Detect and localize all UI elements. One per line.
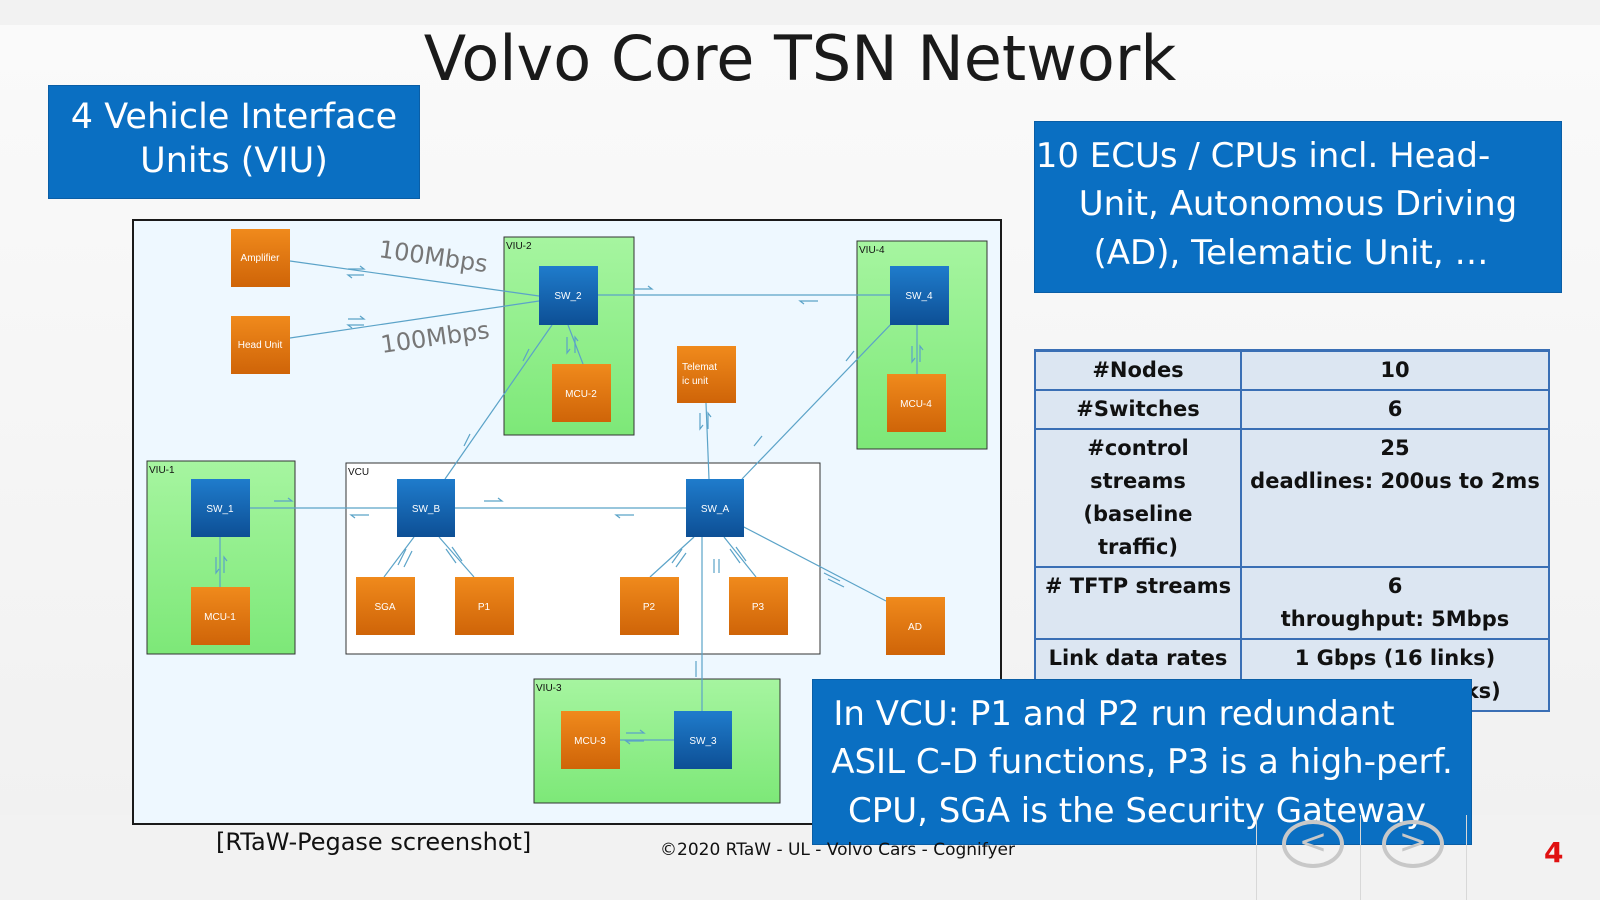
viu2-label: VIU-2	[506, 241, 532, 252]
p3-label: P3	[752, 602, 765, 613]
link-label-amp: 100Mbps	[377, 235, 489, 278]
sw3-node	[674, 711, 732, 769]
sw4-label: SW_4	[905, 291, 933, 302]
sw1-node	[191, 479, 250, 537]
footer-copyright: ©2020 RTaW - UL - Volvo Cars - Cognifyer	[660, 840, 1015, 860]
ecu-callout-line3: (AD), Telematic Unit, …	[1093, 232, 1489, 273]
sga-node	[356, 577, 415, 635]
viu-callout: 4 Vehicle Interface Units (VIU)	[48, 85, 420, 199]
page-number: 4	[1544, 836, 1564, 869]
table-cell-key: # TFTP streams	[1034, 566, 1242, 640]
link-swa-ad	[739, 524, 887, 602]
swb-node	[397, 479, 455, 537]
p3-node	[729, 577, 788, 635]
viu1-label: VIU-1	[149, 465, 175, 476]
sw4-node	[890, 266, 949, 325]
vcu-callout: In VCU: P1 and P2 run redundant ASIL C-D…	[812, 679, 1472, 845]
mcu1-node	[191, 587, 250, 645]
table-row: #Nodes 10	[1034, 349, 1550, 391]
vcu-label: VCU	[348, 467, 369, 478]
mcu4-label: MCU-4	[900, 399, 932, 410]
viu3-label: VIU-3	[536, 683, 562, 694]
swb-label: SW_B	[412, 504, 441, 515]
table-cell-key: #Switches	[1034, 389, 1242, 430]
p1-node	[455, 577, 514, 635]
link-head-sw2	[289, 300, 540, 339]
vcu-callout-line2: ASIL C-D functions, P3 is a high-perf.	[831, 742, 1453, 783]
amplifier-node	[231, 229, 290, 287]
table-cell-value: 6	[1240, 389, 1550, 430]
table-row: #Switches 6	[1034, 389, 1550, 430]
network-stats-table: #Nodes 10 #Switches 6 #control streams (…	[1034, 349, 1550, 712]
head-unit-node	[231, 316, 290, 374]
link-swb-sga	[383, 536, 415, 578]
sw2-node	[539, 266, 598, 325]
nav-divider	[1466, 815, 1467, 900]
screenshot-caption: [RTaW-Pegase screenshot]	[216, 828, 532, 856]
link-swa-p2	[649, 536, 695, 578]
ad-label: AD	[908, 622, 922, 633]
table-cell-key: #Nodes	[1034, 349, 1242, 391]
link-swa-p3	[723, 536, 757, 578]
sw3-label: SW_3	[689, 736, 717, 747]
slide-title: Volvo Core TSN Network	[423, 22, 1177, 95]
vcu-callout-line3: CPU, SGA is the Security Gateway	[848, 790, 1426, 831]
viu-callout-line1: 4 Vehicle Interface	[70, 97, 398, 137]
nav-divider	[1360, 815, 1361, 900]
telematic-label-2: ic unit	[682, 376, 708, 387]
network-diagram-svg: VIU-2 VIU-4 VIU-1 VCU VIU-3	[146, 229, 988, 804]
p2-label: P2	[643, 602, 656, 613]
sw1-label: SW_1	[206, 504, 234, 515]
swa-node	[686, 479, 744, 537]
telematic-node	[677, 346, 736, 403]
nav-divider	[1256, 815, 1257, 900]
vcu-callout-line1: In VCU: P1 and P2 run redundant	[833, 694, 1395, 734]
mcu3-node	[561, 711, 620, 769]
ecu-callout-line1: 10 ECUs / CPUs incl. Head-	[1035, 136, 1491, 176]
head-unit-label: Head Unit	[238, 340, 283, 351]
mcu2-node	[552, 364, 611, 422]
prev-slide-button[interactable]: <	[1282, 820, 1344, 868]
link-sw4-swa	[741, 320, 895, 480]
table-row: # TFTP streams 6 throughput: 5Mbps	[1034, 566, 1550, 640]
ecu-callout: 10 ECUs / CPUs incl. Head- Unit, Autonom…	[1034, 121, 1562, 293]
link-amp-sw2	[289, 260, 540, 297]
link-sw2-swb	[444, 324, 553, 480]
sga-label: SGA	[374, 602, 395, 613]
link-swb-p1	[438, 536, 475, 578]
next-slide-button[interactable]: >	[1382, 820, 1444, 868]
swa-label: SW_A	[701, 504, 730, 515]
ecu-callout-line2: Unit, Autonomous Driving	[1078, 184, 1518, 225]
mcu3-label: MCU-3	[574, 736, 606, 747]
links	[219, 260, 918, 741]
mcu1-label: MCU-1	[204, 612, 236, 623]
direction-arrows	[215, 265, 924, 745]
table-cell-key: #control streams (baseline traffic)	[1034, 428, 1242, 568]
viu4-label: VIU-4	[859, 245, 885, 256]
table-cell-value: 10	[1240, 349, 1550, 391]
telematic-label-1: Telemat	[682, 362, 717, 373]
viu-callout-line2: Units (VIU)	[140, 140, 328, 181]
link-tel-swa	[705, 402, 710, 480]
mcu2-label: MCU-2	[565, 389, 597, 400]
p2-node	[620, 577, 679, 635]
table-cell-value: 25 deadlines: 200us to 2ms	[1240, 428, 1550, 568]
mcu4-node	[887, 374, 946, 432]
ad-node	[886, 597, 945, 655]
p1-label: P1	[478, 602, 491, 613]
table-cell-value: 6 throughput: 5Mbps	[1240, 566, 1550, 640]
amplifier-label: Amplifier	[241, 253, 281, 264]
table-row: #control streams (baseline traffic) 25 d…	[1034, 428, 1550, 568]
sw2-label: SW_2	[554, 291, 582, 302]
